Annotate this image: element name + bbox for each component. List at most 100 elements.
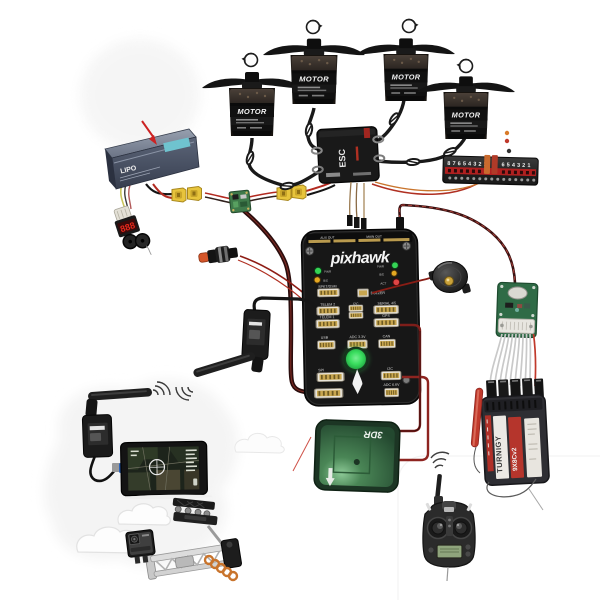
- rail-plug-red: [491, 155, 498, 175]
- port-label: ADC 3.3V: [349, 335, 366, 339]
- port-connector: [348, 311, 364, 320]
- antenna-hinge: [85, 398, 98, 418]
- port-connector: [316, 371, 345, 383]
- receiver-antenna-tube: [470, 387, 484, 448]
- usb-plug-metal: [112, 463, 121, 472]
- pixhawk-status-leds: PWR B/E PWR B/E ACT: [313, 261, 401, 287]
- air-antenna-hinge: [251, 356, 264, 373]
- rotation-cw-icon: [305, 19, 324, 35]
- esc-4in1: ESC: [310, 126, 386, 184]
- buzzer: [428, 261, 471, 294]
- port-label: GPS: [382, 314, 390, 318]
- led-label: B/E: [323, 279, 328, 283]
- power-wiring: [119, 181, 336, 472]
- esc-signal-wires: [347, 181, 367, 229]
- gps-logo: 3DR: [363, 428, 383, 440]
- transmitter-button: [465, 544, 471, 550]
- receiver-model: 9X8Cv2: [511, 447, 519, 471]
- port-connector: [313, 387, 344, 400]
- port-label: I2C: [387, 367, 393, 371]
- led-label: B/E: [379, 272, 384, 276]
- background-blob-top-left: [80, 39, 200, 151]
- transmitter-button: [465, 551, 471, 557]
- pixhawk-controller: AUX OUT MAIN OUT pixhawk PWR B/E PWR B/E…: [300, 228, 422, 407]
- motor-4: [417, 58, 515, 140]
- alarm-display: [117, 218, 138, 235]
- gps-wire-shade: [398, 331, 421, 432]
- transmitter-button: [428, 547, 434, 553]
- motor1-wire: [246, 137, 321, 188]
- encoder-crystal: [507, 286, 528, 300]
- gps-wire-2: [398, 375, 430, 462]
- servo-rail-right-numbers: 6 5 4 3 2 1: [501, 162, 530, 169]
- power-cable-sheen: [242, 209, 315, 394]
- motor-1: [202, 52, 302, 136]
- gopro-camera: [125, 529, 156, 564]
- led-red: [392, 278, 401, 287]
- air-telemetry-radio: [175, 309, 271, 401]
- rc-cable-red-strand: [399, 204, 516, 284]
- port-connector: [373, 317, 400, 328]
- ground-telemetry-radio: [81, 381, 171, 483]
- battery-label: LIPO: [120, 165, 138, 176]
- port-label: SERIAL 4/5: [377, 301, 396, 305]
- port-label: ADC 6.6V: [383, 383, 400, 387]
- gimbal-mount: [172, 497, 218, 526]
- motor3-wire: [374, 99, 406, 144]
- port-connector: [316, 339, 336, 350]
- esc-red-sticker: [363, 127, 371, 139]
- hud-button: [193, 478, 198, 486]
- gps-face: [319, 424, 395, 488]
- encoder-connector: [497, 317, 536, 335]
- port-label: TELEM 1: [320, 315, 335, 319]
- port-label: USB: [321, 336, 329, 340]
- transmitter-switch: [466, 503, 473, 512]
- receiver-brand-sticker: [492, 415, 510, 479]
- led-amber: [313, 276, 321, 284]
- tablet-reflection: [124, 494, 213, 500]
- port-connector: [380, 370, 402, 381]
- port-label: I2C: [353, 302, 359, 306]
- rotation-cw-icon: [401, 18, 420, 34]
- port-connector: [372, 304, 400, 315]
- balance-lead-black: [124, 183, 129, 210]
- usb-cable: [89, 455, 117, 483]
- lipo-battery: LIPO: [104, 120, 200, 190]
- antenna-tube-wire: [473, 446, 481, 474]
- balance-lead-red: [128, 184, 132, 210]
- coiled-wire: [203, 554, 239, 582]
- transmitter-stick-left: [426, 516, 450, 540]
- led-green: [313, 266, 323, 275]
- rail-plug-orange: [483, 154, 491, 174]
- battery-sticker: [163, 137, 191, 153]
- port-connector: [384, 387, 400, 398]
- safety-switch: [198, 245, 238, 264]
- pixhawk-logo: pixhawk: [330, 249, 391, 267]
- servo-rail: 8 7 6 5 4 3 2 1 6 5 4 3 2 1: [442, 154, 539, 186]
- signal-waves-icon: [175, 386, 194, 401]
- battery-lead-black: [145, 183, 174, 196]
- receiver-info-sticker: [524, 417, 543, 478]
- motor-2: [263, 19, 365, 104]
- ppm-encoder: [495, 281, 539, 339]
- port-connector: [316, 287, 341, 298]
- port-connector: [348, 304, 364, 313]
- transmitter-stick-right: [449, 516, 473, 540]
- cloud-icon: [234, 432, 285, 454]
- esc-label: ESC: [337, 148, 348, 168]
- receiver-brand: TURNIGY: [493, 435, 504, 473]
- port-connector: [315, 318, 341, 330]
- transmitter-antenna: [430, 451, 450, 508]
- rc-receiver: TURNIGY 9X8Cv2: [480, 378, 550, 487]
- xt60-connector: [171, 187, 187, 203]
- hud-compass: [148, 459, 166, 476]
- pixhawk-aux-out-label: AUX OUT: [320, 236, 334, 240]
- pixhawk-wires: [252, 203, 517, 462]
- servo-rail-red-band: [444, 166, 537, 177]
- led-amber: [390, 269, 398, 277]
- battery-pointer-arrow-icon: [141, 120, 157, 145]
- led-label: ACT: [380, 281, 386, 285]
- wire-module-to-xt60-red: [248, 191, 279, 198]
- rotation-ccw-icon: [240, 52, 259, 68]
